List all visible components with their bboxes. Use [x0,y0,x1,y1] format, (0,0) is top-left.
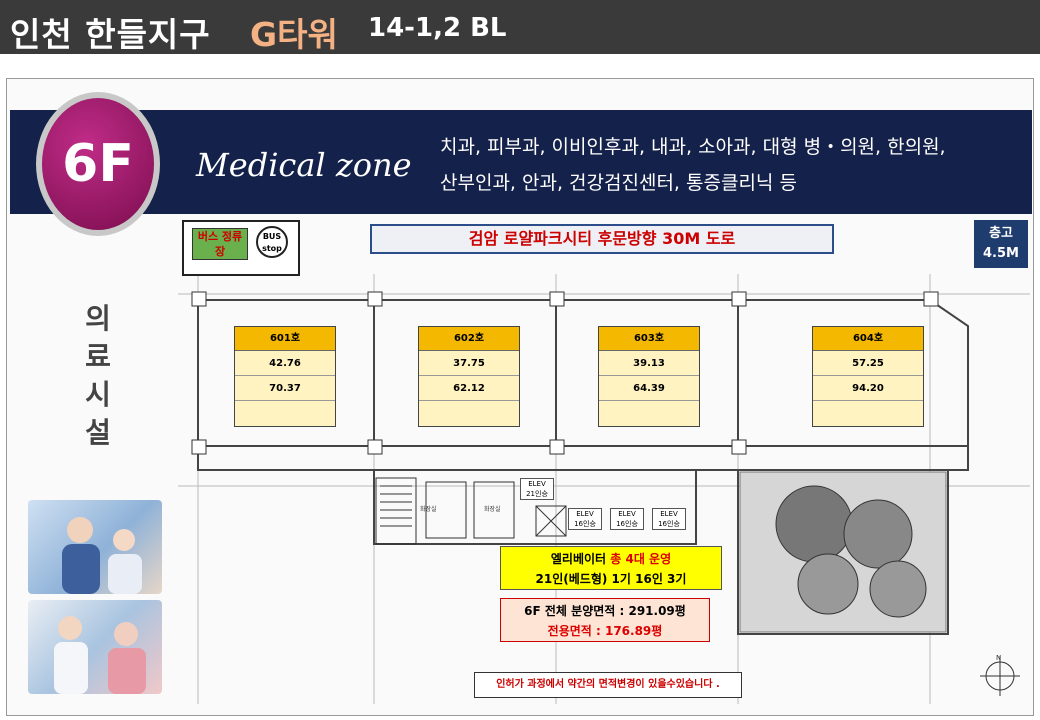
exclusive-area: 전용면적 : 176.89평 [547,624,663,638]
elevator-tag: ELEV [618,510,636,518]
zone-title: Medical zone [196,146,412,184]
unit-name: 604호 [813,327,923,351]
clinic-illustration [54,616,146,694]
unit-604: 604호 57.25 94.20 [812,326,924,427]
compass-letter: N [996,654,1001,662]
restroom-label: 화장실 [484,506,501,513]
unit-603: 603호 39.13 64.39 [598,326,700,427]
unit-name: 601호 [235,327,335,351]
clinic-photo [28,600,162,694]
title-bar: 인천 한들지구 G타워 14-1,2 BL [0,0,1040,54]
unit-601: 601호 42.76 70.37 [234,326,336,427]
elevator-tag: ELEV [528,480,546,488]
unit-value-1: 39.13 [599,351,699,376]
elevator-total: 총 4대 운영 [610,552,672,566]
elevator-3: ELEV 16인승 [652,508,686,530]
unit-value-3 [813,401,923,426]
elevator-bed: ELEV 21인승 [520,478,554,500]
floor-label: 6F [62,134,134,194]
ceiling-label: 층고 [989,226,1013,241]
unit-name: 603호 [599,327,699,351]
disclaimer-note: 인허가 과정에서 약간의 면적변경이 있을수있습니다 . [474,672,742,698]
title-block: 14-1,2 BL [368,13,507,43]
elevator-tag: ELEV [576,510,594,518]
ceiling-height: 층고 4.5M [974,220,1028,268]
zone-banner: Medical zone 치과, 피부과, 이비인후과, 내과, 소아과, 대형… [10,110,1032,214]
elevator-2: ELEV 16인승 [610,508,644,530]
floor-plan: N [178,274,1030,704]
unit-value-2: 94.20 [813,376,923,401]
elevator-info: 엘리베이터 총 4대 운영 21인(베드형) 1기 16인 3기 [500,546,722,590]
dental-photo [28,500,162,594]
unit-602: 602호 37.75 62.12 [418,326,520,427]
elevator-capacity: 16인승 [658,520,680,528]
ceiling-value: 4.5M [983,246,1019,261]
dental-illustration [62,517,142,594]
bus-stop-label: 버스 정류장 [192,228,248,260]
title-building: G타워 [250,15,338,54]
elevator-capacity: 16인승 [574,520,596,528]
title-location: 인천 한들지구 [10,15,211,54]
side-label: 의료시설 [85,302,111,449]
elevator-prefix: 엘리베이터 [550,552,607,566]
north-arrow [980,656,1020,696]
unit-value-1: 37.75 [419,351,519,376]
garden [739,471,947,633]
unit-value-1: 57.25 [813,351,923,376]
elevator-1: ELEV 16인승 [568,508,602,530]
unit-value-3 [419,401,519,426]
total-area: 6F 전체 분양면적 : 291.09평 [524,604,686,618]
elevator-capacity: 16인승 [616,520,638,528]
floor-badge: 6F [36,92,160,236]
zone-desc-line1: 치과, 피부과, 이비인후과, 내과, 소아과, 대형 병・의원, 한의원, [440,136,946,158]
area-info: 6F 전체 분양면적 : 291.09평 전용면적 : 176.89평 [500,598,710,642]
unit-value-1: 42.76 [235,351,335,376]
unit-value-2: 64.39 [599,376,699,401]
unit-name: 602호 [419,327,519,351]
bus-stop: 버스 정류장 BUS stop [182,220,300,276]
unit-value-3 [599,401,699,426]
unit-value-3 [235,401,335,426]
elevator-breakdown: 21인(베드형) 1기 16인 3기 [535,572,687,586]
road-label: 검암 로얄파크시티 후문방향 30M 도로 [370,224,834,254]
zone-desc-line2: 산부인과, 안과, 건강검진센터, 통증클리닉 등 [440,172,797,194]
unit-value-2: 62.12 [419,376,519,401]
elevator-capacity: 21인승 [526,490,548,498]
unit-value-2: 70.37 [235,376,335,401]
restroom-label: 화장실 [420,506,437,513]
elevator-tag: ELEV [660,510,678,518]
bus-sign-icon: BUS stop [256,226,288,258]
